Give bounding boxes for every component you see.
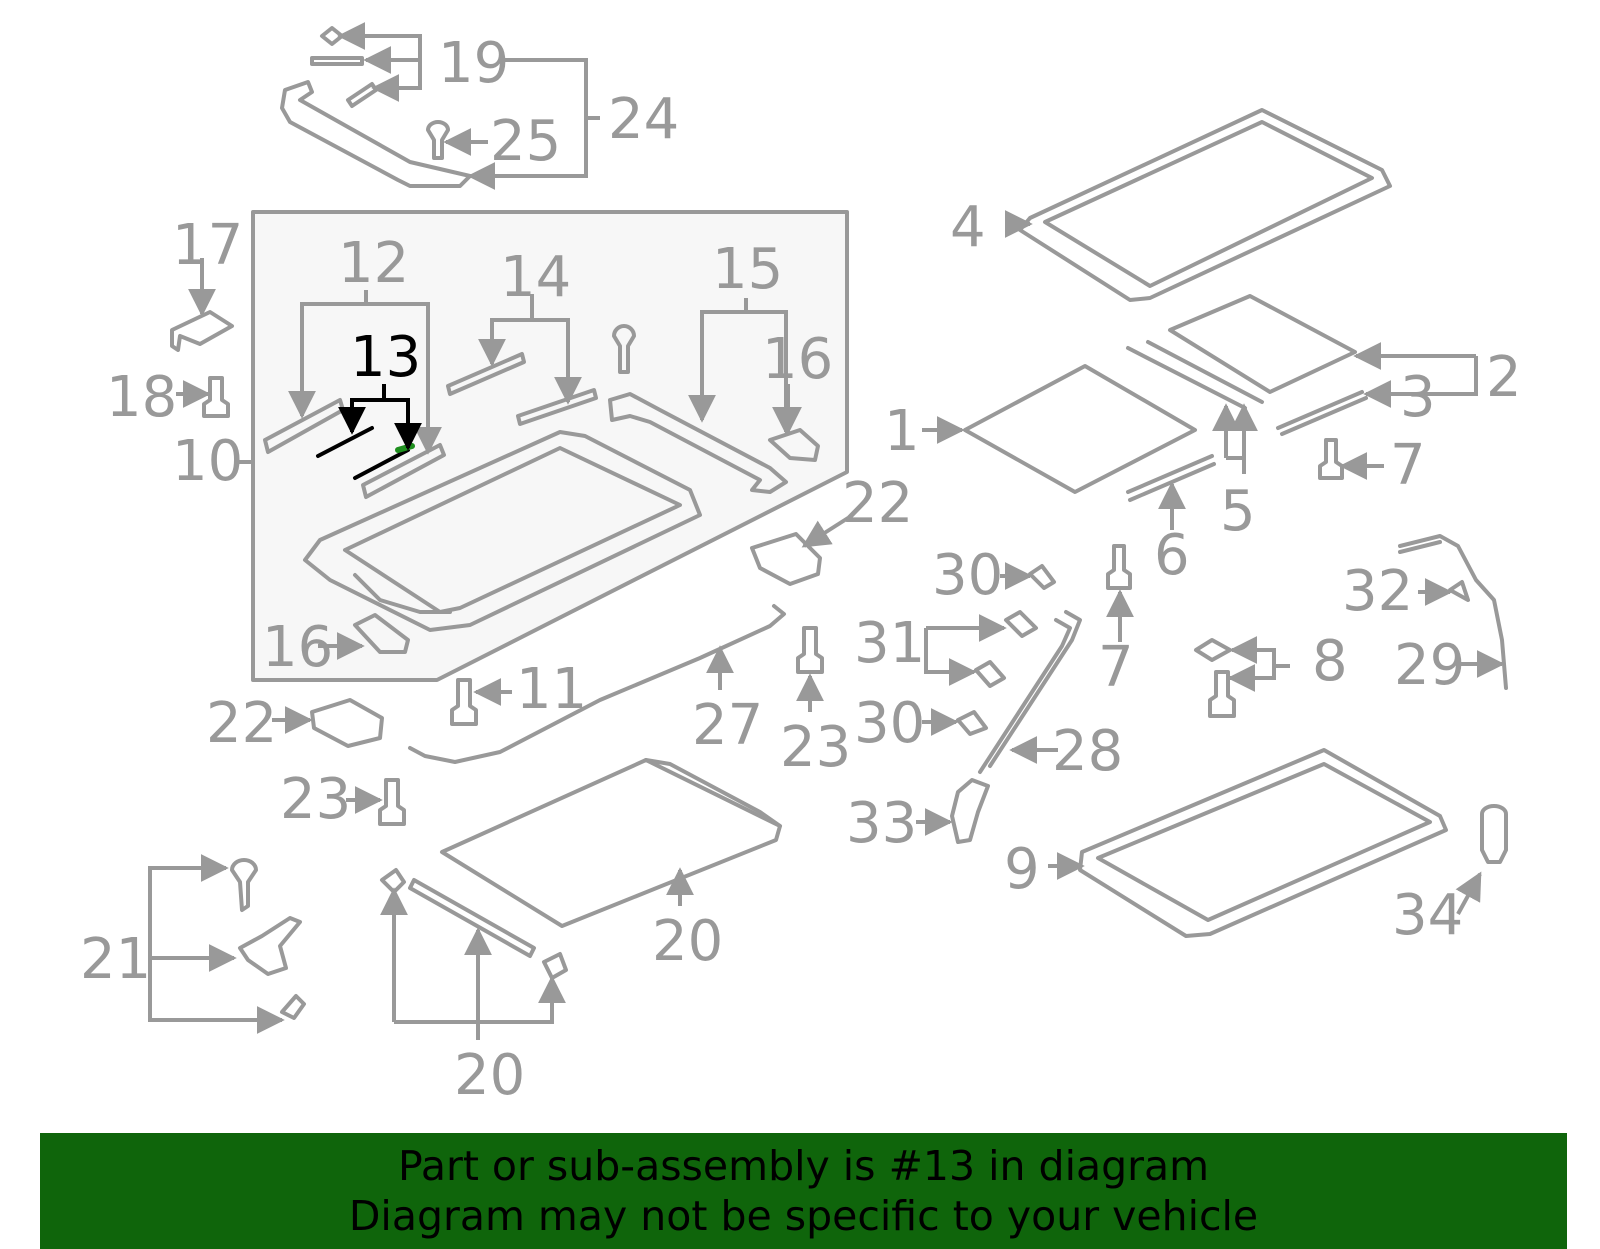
- clip-31-top-part: [1004, 610, 1038, 638]
- callout-23-right: 23: [780, 715, 851, 780]
- clip-21-part: [280, 994, 306, 1020]
- callout-22-left: 22: [206, 691, 277, 756]
- nozzle-33-part: [950, 778, 990, 844]
- callout-33: 33: [846, 791, 917, 856]
- screw-25-part: [426, 120, 450, 160]
- callout-11: 11: [516, 657, 587, 722]
- cable-27-part: [408, 604, 786, 764]
- strip-20-part: [408, 878, 536, 958]
- callout-16-lower: 16: [262, 615, 333, 680]
- nozzle-34-part: [1480, 804, 1508, 864]
- bolt-7-center-part: [1106, 544, 1132, 590]
- washer-8-part: [1194, 638, 1232, 662]
- bracket-17-part: [170, 310, 234, 352]
- bolt-23-right-part: [796, 626, 824, 674]
- strip-5-part: [1126, 340, 1264, 410]
- callout-22-right: 22: [842, 471, 913, 536]
- drain-hose-28-part: [978, 610, 1082, 774]
- callout-1: 1: [884, 399, 920, 464]
- callout-20-label: 20: [454, 1043, 525, 1108]
- screw-21-part: [230, 858, 258, 912]
- info-banner: Part or sub-assembly is #13 in diagram D…: [40, 1133, 1567, 1249]
- clip-32-part: [1448, 580, 1470, 602]
- bracket-22-right-part: [750, 532, 822, 586]
- part-26-bot: [346, 82, 378, 108]
- glass-1-part: [963, 364, 1197, 494]
- clip-31-bot-part: [974, 660, 1006, 688]
- callout-6: 6: [1154, 523, 1190, 588]
- callout-27: 27: [692, 693, 763, 758]
- part-26-top: [320, 26, 344, 46]
- bolt-11-part: [450, 678, 478, 726]
- clip-30-top-part: [1028, 564, 1056, 590]
- callout-17: 17: [172, 213, 243, 278]
- clip-30-bot-part: [956, 710, 988, 736]
- weatherstrip-29-part: [1398, 534, 1508, 690]
- sunshade-19-part: [440, 758, 782, 928]
- bracket-part: [608, 392, 788, 494]
- callout-16-upper: 16: [762, 327, 833, 392]
- callout-34: 34: [1392, 883, 1463, 948]
- clip-20-left-part: [380, 868, 406, 894]
- callout-15: 15: [712, 237, 783, 302]
- callout-26: 19: [438, 31, 509, 96]
- callout-23-left: 23: [280, 767, 351, 832]
- callout-19: 20: [652, 909, 723, 974]
- bolt-23-left-part: [378, 778, 406, 826]
- banner-line-2: Diagram may not be specific to your vehi…: [348, 1192, 1259, 1240]
- callout-24: 24: [608, 87, 679, 152]
- trim-24-part: [280, 80, 472, 188]
- bracket-21-part: [238, 916, 302, 976]
- clip-20-right-part: [542, 952, 568, 980]
- callout-4: 4: [950, 195, 986, 260]
- glass-2-part: [1168, 294, 1357, 394]
- callout-29: 29: [1394, 633, 1465, 698]
- bracket-22-left-part: [310, 698, 384, 748]
- callout-31: 31: [854, 611, 925, 676]
- callout-32: 32: [1342, 559, 1413, 624]
- callout-5: 5: [1220, 479, 1256, 544]
- clip-part-lower: [353, 613, 410, 654]
- bolt-18-part: [202, 376, 230, 418]
- callout-2: 2: [1486, 345, 1522, 410]
- callout-10: 10: [172, 429, 243, 494]
- callout-9: 9: [1004, 837, 1040, 902]
- callout-3: 3: [1400, 365, 1436, 430]
- assembly-inset-box: [251, 210, 849, 682]
- callout-21: 21: [80, 927, 151, 992]
- callout-30-bot: 30: [854, 691, 925, 756]
- callout-25: 25: [490, 109, 561, 174]
- callout-12: 12: [338, 231, 409, 296]
- part-26-mid: [310, 56, 364, 66]
- bolt-7-right-part: [1318, 438, 1344, 480]
- callout-14: 14: [500, 245, 571, 310]
- callout-8: 8: [1312, 629, 1348, 694]
- callout-7-center: 7: [1098, 635, 1134, 700]
- callout-28: 28: [1052, 719, 1123, 784]
- sunroof-frame-part: [303, 430, 702, 632]
- seal-4-part: [1018, 108, 1392, 302]
- callout-18: 18: [106, 365, 177, 430]
- banner-line-1: Part or sub-assembly is #13 in diagram: [397, 1142, 1210, 1190]
- callout-7-right: 7: [1390, 433, 1426, 498]
- seal-9-part: [1078, 748, 1448, 938]
- strip-3-part: [1276, 390, 1368, 436]
- callout-13: 13: [350, 325, 421, 390]
- inset-bolt-part: [612, 324, 636, 374]
- callout-30-top: 30: [932, 543, 1003, 608]
